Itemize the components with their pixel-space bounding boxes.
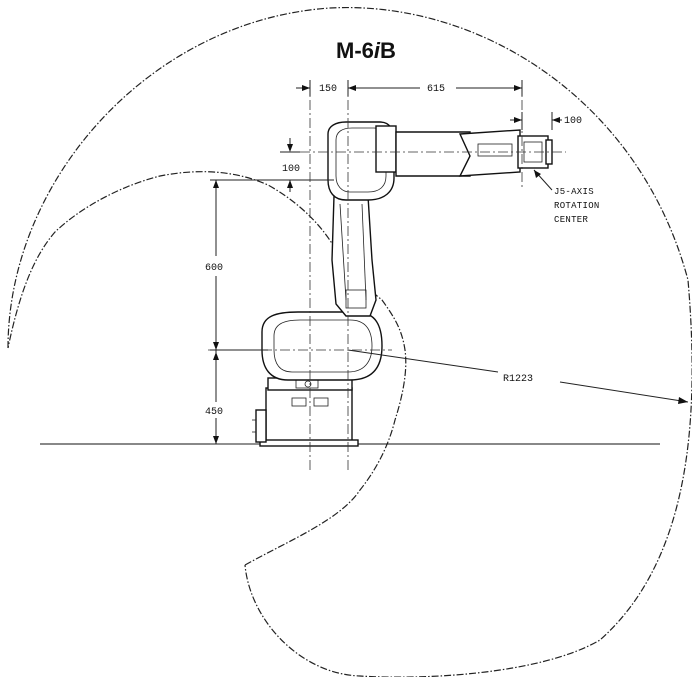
title-suffix: B [380,38,396,63]
base-panel-right [313,397,329,407]
base-panel-left [291,397,307,407]
diagram-title: M-6iB [336,38,396,63]
lower-arm [331,195,377,317]
title-italic: i [374,38,381,63]
dim-600: 600 [205,180,223,350]
dim-reach-radius-label: R1223 [503,374,533,385]
dim-150-label: 150 [319,84,337,95]
center-lines [208,82,566,472]
dim-100-vertical-label: 100 [282,164,300,175]
dim-615: 615 [356,80,523,96]
j5-axis-note: J5-AXIS ROTATION CENTER [533,169,600,225]
dim-100-vertical: 100 [280,138,300,192]
dim-450: 450 [205,350,223,444]
j5-note-line2: ROTATION [554,201,600,211]
dim-600-label: 600 [205,263,223,274]
j2-housing [261,311,383,381]
j5-note-line1: J5-AXIS [554,187,594,197]
j5-note-line3: CENTER [554,215,589,225]
forearm-taper [458,129,521,177]
dim-100-wrist: 100 [510,112,582,130]
base-connector [255,409,267,443]
base-plate [259,439,359,447]
dim-450-label: 450 [205,407,223,418]
dim-615-label: 615 [427,84,445,95]
dim-150: 150 [296,80,356,96]
upper-arm [395,131,471,177]
dim-100-wrist-label: 100 [564,116,582,127]
robot-base [265,387,353,445]
dim-reach-radius: R1223 [347,349,689,404]
title-prefix: M-6 [336,38,374,63]
robot-body [252,121,553,447]
